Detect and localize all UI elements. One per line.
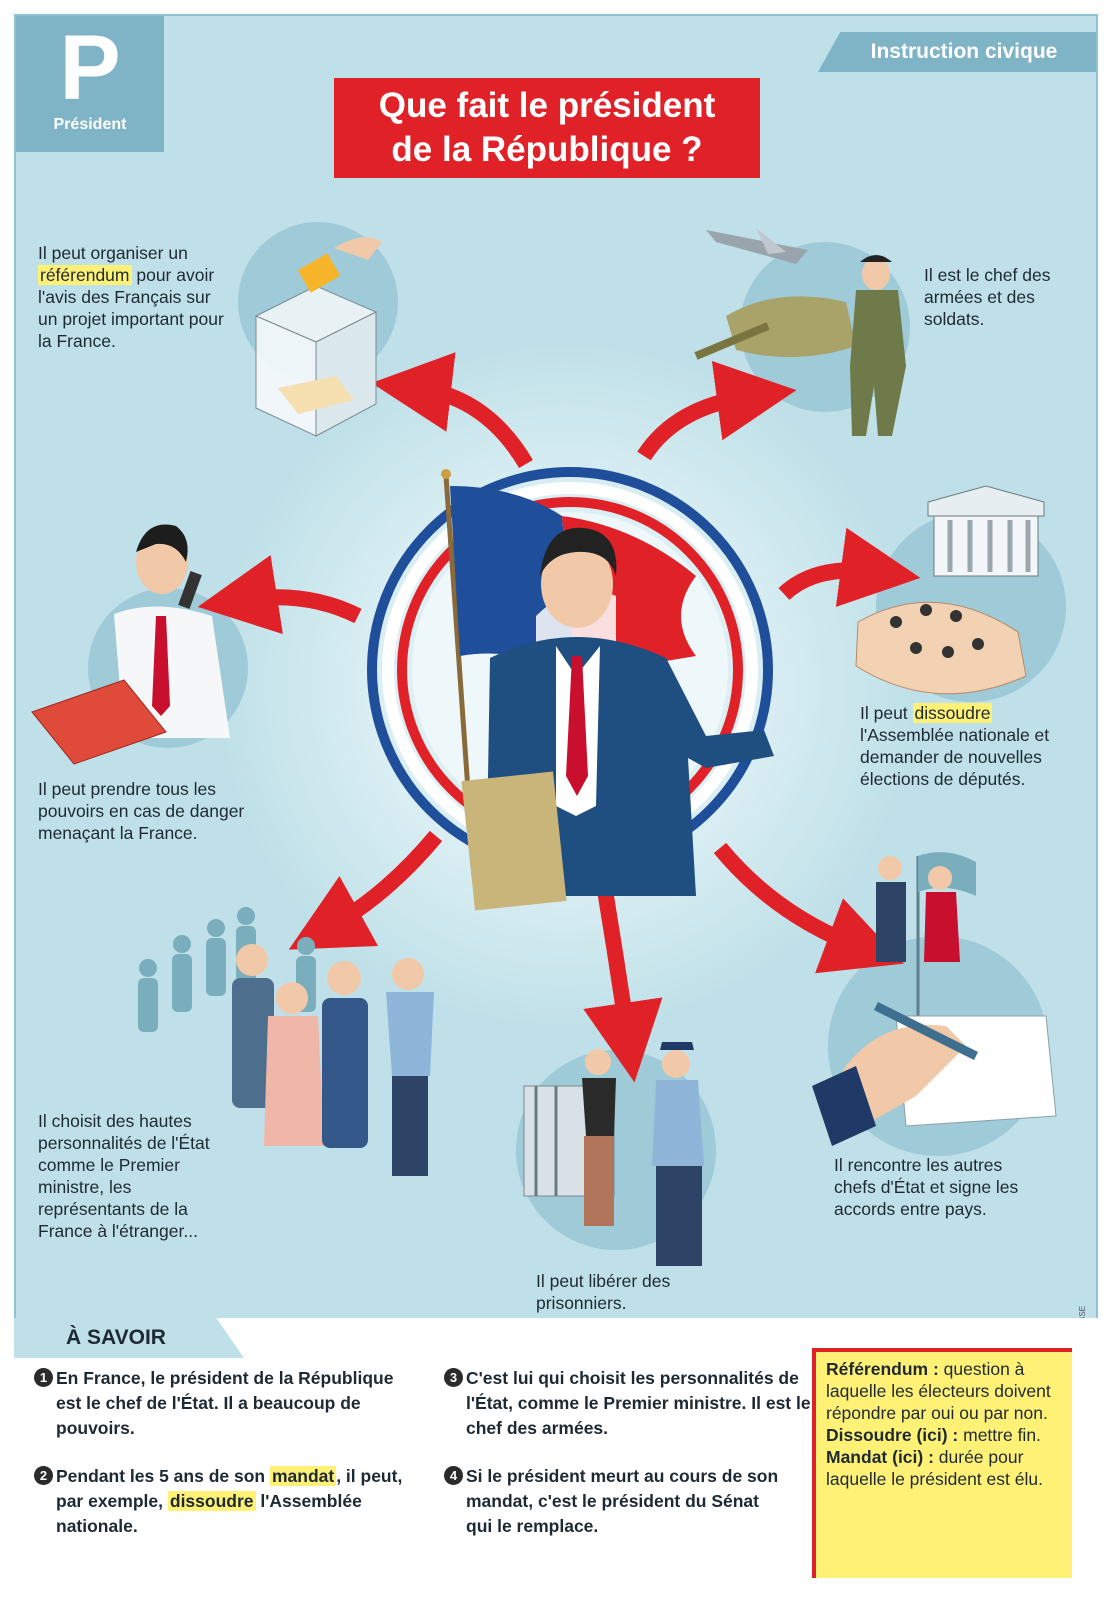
highlight-mandat: mandat	[269, 1466, 337, 1486]
appointees-icon	[138, 907, 434, 1176]
savoir-item-3: 3 C'est lui qui choisit les personnalité…	[444, 1366, 814, 1441]
infographic-card: P Président Instruction civique Que fait…	[14, 14, 1098, 1586]
letter-word: Président	[53, 116, 127, 133]
role-referendum-text-2: pour avoir l'avis des Français sur un pr…	[38, 265, 224, 351]
a-savoir-title: À SAVOIR	[66, 1326, 166, 1349]
prison-icon	[523, 1042, 704, 1266]
glossary-term-referendum: Référendum :	[826, 1359, 939, 1379]
number-badge: 4	[444, 1466, 463, 1485]
role-referendum: Il peut organiser un référendum pour avo…	[38, 242, 228, 352]
arrow-to-phone	[197, 555, 362, 635]
savoir-item-text-2: , il peut, par exemple,	[56, 1466, 403, 1511]
letter-tab: P Président	[16, 16, 164, 152]
savoir-item-1: 1 En France, le président de la Républiq…	[34, 1366, 416, 1441]
army-icon	[694, 228, 906, 436]
role-treaties: Il rencontre les autres chefs d'État et …	[834, 1155, 1019, 1219]
savoir-item-text: C'est lui qui choisit les personnalités …	[466, 1368, 811, 1438]
letter: P	[59, 17, 121, 119]
arrow-to-ballot	[371, 352, 533, 469]
savoir-item-text: Pendant les 5 ans de son	[56, 1466, 270, 1486]
glossary-def-dissoudre: mettre fin.	[958, 1425, 1041, 1445]
assembly-icon	[855, 485, 1045, 695]
arrow-to-assembly	[778, 527, 921, 608]
phone-man-icon	[31, 524, 230, 765]
role-appoint: Il choisit des hautes personnalités de l…	[38, 1111, 210, 1241]
arrow-to-army	[637, 360, 797, 461]
president-figure	[441, 469, 774, 911]
glossary-term-dissoudre: Dissoudre (ici) :	[826, 1425, 959, 1445]
number-badge: 3	[444, 1368, 463, 1387]
ballot-box-icon	[254, 237, 382, 437]
savoir-item-text-3: l'Assemblée nationale.	[56, 1491, 362, 1536]
savoir-item-text: En France, le président de la République…	[56, 1368, 394, 1438]
illustrations-layer	[31, 228, 1057, 1266]
title-line-1: Que fait le président	[378, 86, 716, 125]
role-powers: Il peut prendre tous les pouvoirs en cas…	[38, 779, 245, 843]
category-tab: Instruction civique	[818, 32, 1096, 72]
role-dissolve-text-2: l'Assemblée nationale et demander de nou…	[860, 725, 1050, 789]
glossary-def-referendum: question à laquelle les électeurs doiven…	[826, 1359, 1051, 1423]
highlight-dissoudre: dissoudre	[912, 703, 993, 723]
role-prisoners: Il peut libérer des prisonniers.	[536, 1271, 671, 1313]
savoir-item-text: Si le président meurt au cours de son ma…	[466, 1466, 779, 1536]
glossary-box: Référendum : question à laquelle les éle…	[812, 1348, 1072, 1578]
glossary-term-mandat: Mandat (ici) :	[826, 1447, 934, 1467]
savoir-item-4: 4 Si le président meurt au cours de son …	[444, 1464, 786, 1539]
role-armies: Il est le chef des armées et des soldats…	[924, 265, 1051, 329]
highlight-dissoudre-2: dissoudre	[167, 1491, 256, 1511]
title-line-2: de la République ?	[391, 130, 703, 169]
role-referendum-text: Il peut organiser un	[38, 243, 188, 263]
number-badge: 1	[34, 1368, 53, 1387]
arrow-to-treaty	[713, 842, 904, 974]
a-savoir-tab	[14, 1318, 244, 1358]
page-title: Que fait le président de la République ?	[334, 78, 760, 178]
role-dissolve-text: Il peut	[860, 703, 913, 723]
highlight-referendum: référendum	[38, 265, 132, 285]
arrow-to-people	[288, 830, 443, 950]
arrow-to-prison	[583, 870, 663, 1083]
treaty-icon	[812, 852, 1057, 1146]
role-dissolve: Il peut dissoudre l'Assemblée nationale …	[860, 702, 1070, 790]
glossary-def-mandat: durée pour laquelle le président est élu…	[826, 1447, 1043, 1489]
savoir-item-2: 2 Pendant les 5 ans de son mandat, il pe…	[34, 1464, 416, 1539]
number-badge: 2	[34, 1466, 53, 1485]
